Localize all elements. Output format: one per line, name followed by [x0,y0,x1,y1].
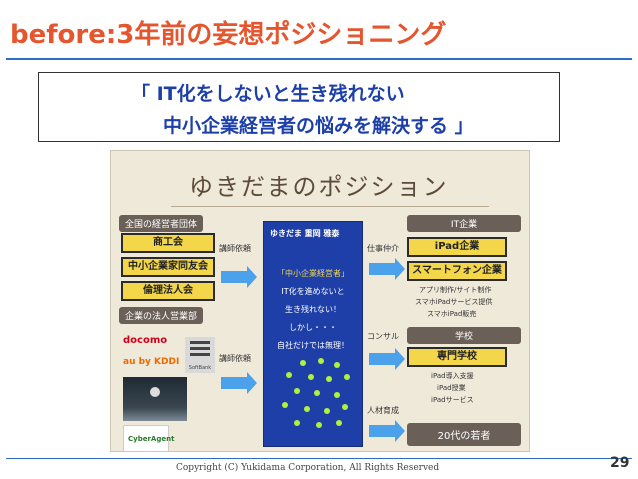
right-school-header: 学校 [407,327,521,344]
logo-au: au by KDDI [123,357,180,367]
dot [324,408,330,414]
quote-line-2: 中小企業経営者の悩みを解決する 」 [163,115,474,137]
logo-docomo: docomo [123,335,168,346]
dot [326,376,332,382]
top-divider [6,58,632,60]
arrow-right-icon [221,372,257,394]
arrow-right-icon [369,258,405,280]
job-referral-label: 仕事仲介 [367,244,399,253]
it-service-1: アプリ制作/サイト制作 [419,286,492,294]
slide-title: before:3年前の妄想ポジショニング [10,20,447,50]
dot [344,374,350,380]
right-youth: 20代の若者 [407,423,521,446]
dot [304,406,310,412]
it-service-3: スマホiPad販売 [427,310,477,318]
logo-cyberagent: CyberAgent [123,425,174,451]
dot [334,362,340,368]
center-line-4: しかし・・・ [289,323,337,332]
org-shokokai: 商工会 [121,233,215,253]
org-rinri: 倫理法人会 [121,281,215,301]
dot [300,360,306,366]
center-line-5: 自社だけでは無理！ [277,341,349,350]
dot [342,404,348,410]
dot [286,372,292,378]
left-group2-header: 企業の法人営業部 [119,307,204,324]
left-group1-header: 全国の経営者団体 [119,215,204,232]
dot [318,358,324,364]
dot [316,422,322,428]
dot [314,390,320,396]
school-service-2: iPad授業 [437,384,466,392]
org-doyukai: 中小企業家同友会 [121,257,215,277]
arrow-right-icon [369,420,405,442]
it-service-2: スマホiPadサービス提供 [415,298,493,306]
school-service-1: iPad導入支援 [431,372,474,380]
dot [334,392,340,398]
school-service-3: iPadサービス [431,396,474,404]
consultant-label: コンサル [367,332,399,341]
lecture-request-label-1: 講師依頼 [219,244,251,253]
logo-softbank: SoftBank [185,337,215,373]
arrow-right-icon [369,348,405,370]
it-smartphone: スマートフォン企業 [407,261,507,281]
hr-development-label: 人材育成 [367,406,399,415]
center-line-2: IT化を進めないと [281,287,345,296]
school-vocational: 専門学校 [407,347,507,367]
right-it-header: IT企業 [407,215,521,232]
center-header: ゆきだま 重岡 雅泰 [270,229,340,238]
dot [308,374,314,380]
dot [336,420,342,426]
bottom-divider [6,458,632,459]
dot [294,420,300,426]
dot [282,402,288,408]
page-number: 29 [610,455,630,471]
quote-line-1: 「 IT化をしないと生き残れない [131,83,405,105]
softbank-bars-icon [190,341,210,357]
dot [294,388,300,394]
it-ipad: iPad企業 [407,237,507,257]
apple-store-photo [123,377,187,421]
quote-box: 「 IT化をしないと生き残れない 中小企業経営者の悩みを解決する 」 [38,72,560,142]
diagram-title-rule [171,206,489,207]
positioning-diagram: ゆきだまのポジション 全国の経営者団体 商工会 中小企業家同友会 倫理法人会 企… [110,150,530,452]
copyright: Copyright (C) Yukidama Corporation, All … [176,463,440,473]
arrow-right-icon [221,266,257,288]
center-line-1: 「中小企業経営者」 [277,269,349,278]
diagram-title: ゆきだまのポジション [189,173,449,201]
center-line-3: 生き残れない！ [285,305,341,314]
apple-logo-icon [150,387,160,397]
center-panel: ゆきだま 重岡 雅泰 「中小企業経営者」 IT化を進めないと 生き残れない！ し… [263,221,363,447]
softbank-label: SoftBank [188,365,212,371]
lecture-request-label-2: 講師依頼 [219,354,251,363]
